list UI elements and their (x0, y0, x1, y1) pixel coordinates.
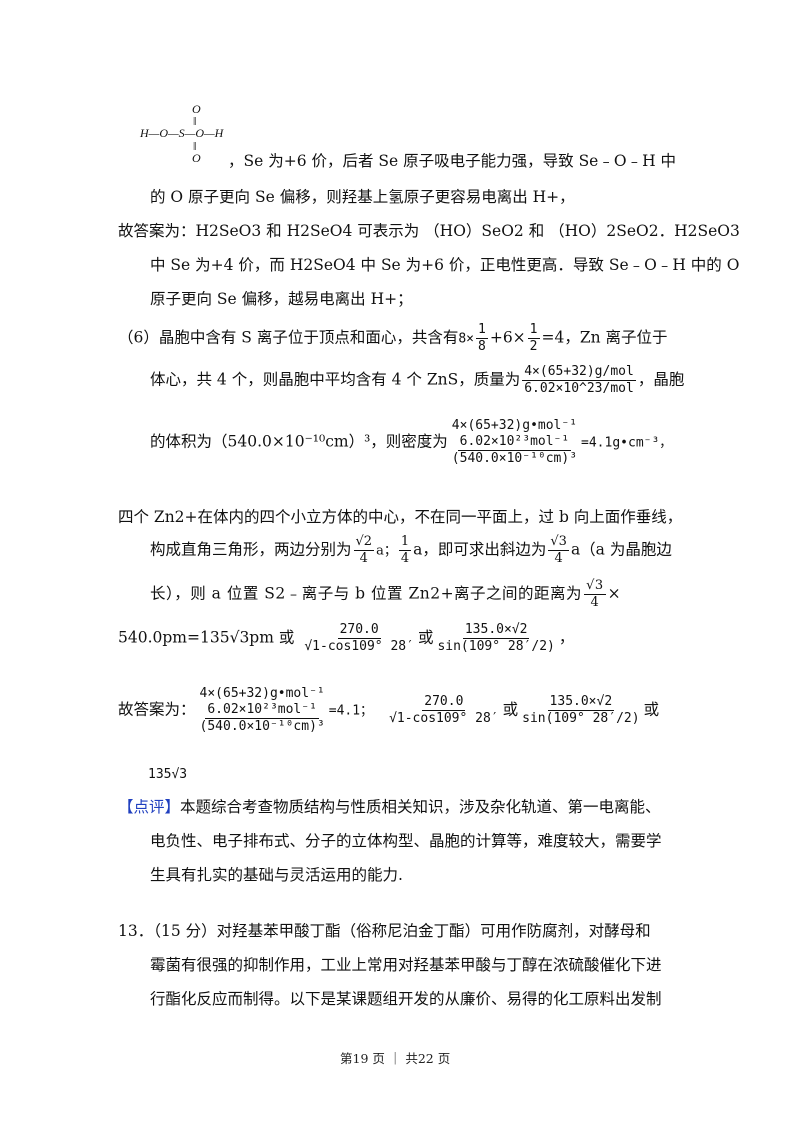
answer2-or-1: 或 (502, 700, 519, 719)
part6-line4: 四个 Zn2+在体内的四个小立方体的中心，不在同一平面上，过 b 向上面作垂线， (118, 508, 683, 526)
para-se-line1: ，Se 为+6 价，后者 Se 原子吸电子能力强，导致 Se﹣O﹣H 中 (228, 152, 677, 170)
answer2-density-value: =4.1； (328, 703, 374, 719)
answer1-line1: 故答案为：H2SeO3 和 H2SeO4 可表示为 （HO）SeO2 和 （HO… (118, 222, 740, 240)
part6-or: 或 (417, 628, 434, 647)
answer2-last: 135√3 (148, 767, 188, 782)
formula-main-chain: H—O—S—O—H (140, 126, 224, 140)
review-line2: 电负性、电子排布式、分子的立体构型、晶胞的计算等，难度较大，需要学 (150, 832, 662, 850)
answer2-fraction-270: 270.0√1-cos109° 28′ (389, 694, 499, 726)
part6-comma: ， (558, 628, 575, 647)
question13-line1: 13．（15 分）对羟基苯甲酸丁酯（俗称尼泊金丁酯）可用作防腐剂，对酵母和 (118, 922, 651, 940)
part6-a-semicolon: a； (376, 543, 397, 559)
answer1-line2: 中 Se 为+4 价，而 H2SeO4 中 Se 为+6 价，正电性更高．导致 … (150, 256, 740, 274)
part6-line1-end: =4，Zn 离子位于 (541, 328, 668, 347)
part6-line3-text: 的体积为（540.0×10⁻¹⁰cm）³，则密度为 (150, 432, 448, 451)
question13-line3: 行酯化反应而制得。以下是某课题组开发的从廉价、易得的化工原料出发制 (150, 990, 662, 1008)
para-se-line2: 的 O 原子更向 Se 偏移，则羟基上氢原子更容易电离出 H+， (150, 188, 575, 206)
review-line1: 【点评】本题综合考查物质结构与性质相关知识，涉及杂化轨道、第一电离能、 (118, 796, 661, 818)
part6-line5-text: 构成直角三角形，两边分别为 (150, 540, 352, 559)
part6-times: × (607, 584, 622, 603)
answer2-or-2: 或 (643, 700, 660, 719)
part6-line7-text: 540.0pm=135√3pm 或 (118, 628, 295, 647)
page-footer: 第19 页 ｜ 共22 页 (340, 1051, 451, 1066)
question13-line2: 霉菌有很强的抑制作用，工业上常用对羟基苯甲酸与丁醇在浓硫酸催化下进 (150, 956, 662, 974)
fraction-270-over-sqrt: 270.0√1-cos109° 28′ (304, 622, 414, 654)
part6-density-value: =4.1g•cm⁻³， (581, 435, 673, 451)
formula-double-bond-bottom: ‖ (193, 139, 197, 153)
answer1-line3: 原子更向 Se 偏移，越易电离出 H+； (150, 290, 413, 308)
review-tag: 【点评】 (118, 798, 181, 816)
formula-o-top: O (192, 102, 201, 116)
part6-line2-text: 体心，共 4 个，则晶胞中平均含有 4 个 ZnS，质量为 (150, 370, 521, 389)
structural-formula: O ‖ H—O—S—O—H ‖ O (140, 102, 250, 165)
answer2-label: 故答案为： (118, 700, 196, 719)
review-text1: 本题综合考查物质结构与性质相关知识，涉及杂化轨道、第一电离能、 (180, 798, 661, 816)
formula-double-bond-top: ‖ (193, 114, 197, 128)
part6-line2-end: ，晶胞 (637, 370, 685, 389)
review-line3: 生具有扎实的基础与灵活运用的能力. (150, 866, 403, 884)
formula-o-bottom: O (192, 151, 201, 165)
part6-line5-mid: a，即可求出斜边为 (413, 540, 547, 559)
part6-line5-end: a（a 为晶胞边 (570, 540, 672, 559)
part6-line6-text: 长），则 a 位置 S2﹣离子与 b 位置 Zn2+离子之间的距离为 (150, 584, 583, 603)
part6-coef-8: 8× (458, 331, 474, 347)
part6-line1-text: （6）晶胞中含有 S 离子位于顶点和面心，共含有 (118, 328, 459, 347)
part6-coef-6: +6× (489, 328, 526, 347)
